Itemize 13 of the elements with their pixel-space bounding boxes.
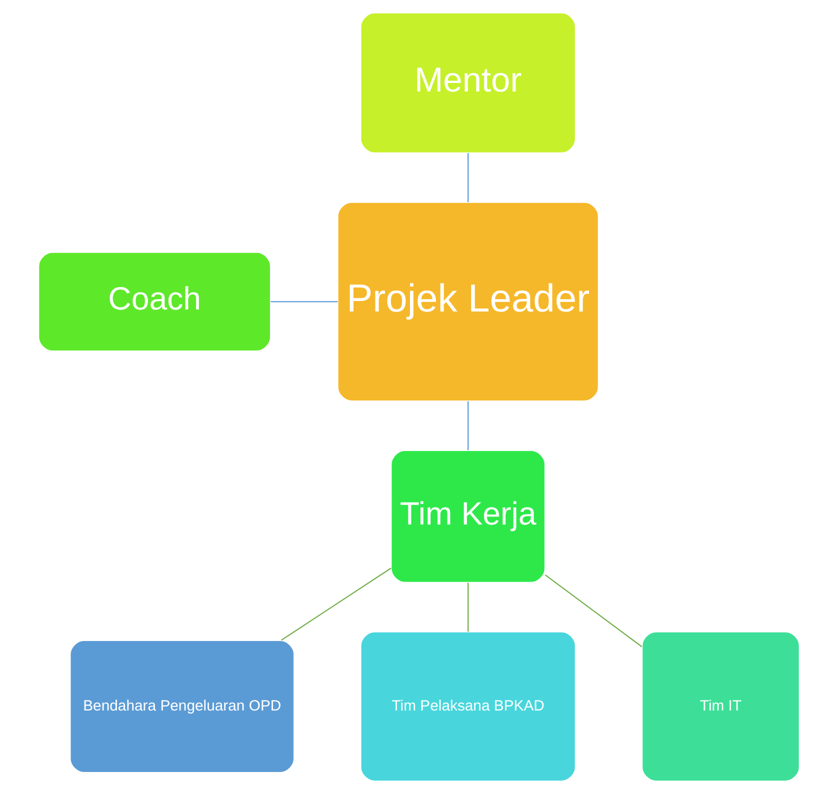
node-box: Tim Pelaksana BPKAD — [360, 631, 576, 782]
connector — [467, 401, 468, 450]
connector — [467, 153, 468, 202]
node-box: Mentor — [360, 12, 576, 154]
connector — [270, 301, 338, 302]
node-box: Projek Leader — [336, 202, 598, 402]
node-box: Coach — [38, 252, 271, 352]
connector — [280, 568, 391, 641]
node-box: Tim Kerja — [390, 450, 546, 584]
connector — [467, 582, 468, 632]
node-box: Bendahara Pengeluaran OPD — [69, 640, 294, 774]
connector — [544, 574, 642, 648]
node-box: Tim IT — [641, 631, 800, 782]
